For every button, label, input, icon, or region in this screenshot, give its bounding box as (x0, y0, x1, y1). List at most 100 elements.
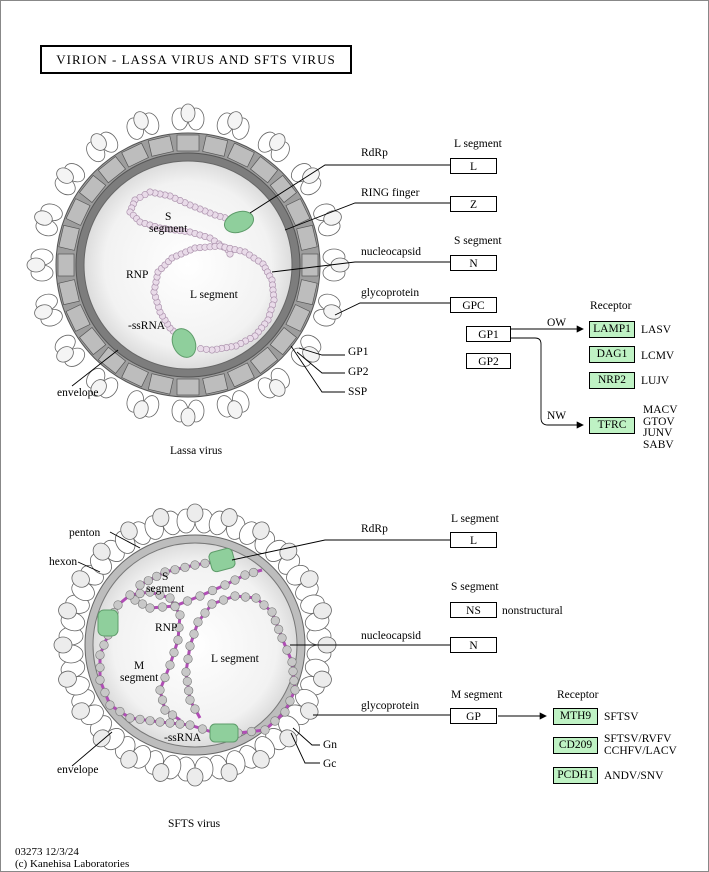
nucleocapsid-bead (167, 710, 178, 720)
lassa-nucleocapsid-label: nucleocapsid (361, 246, 422, 258)
receptor-box-MTH9[interactable]: MTH9 (553, 708, 598, 725)
gene-box-GPC[interactable]: GPC (450, 297, 497, 313)
glycoprotein-spike (313, 203, 342, 237)
nucleocapsid-bead (155, 685, 165, 695)
envelope-segment (57, 253, 75, 277)
glycoprotein-spike (126, 111, 160, 140)
receptor-box-DAG1[interactable]: DAG1 (589, 346, 635, 363)
receptor-box-TFRC[interactable]: TFRC (589, 417, 635, 434)
nucleocapsid-bead (190, 704, 200, 714)
receptor-box-CD209[interactable]: CD209 (553, 737, 598, 754)
gene-box-sfts-N[interactable]: N (450, 637, 497, 653)
envelope-segment (97, 346, 127, 374)
glycoprotein-spike (171, 103, 205, 131)
envelope-segment (79, 174, 107, 204)
glycoprotein-spike (208, 508, 246, 540)
nucleocapsid-bead (195, 591, 205, 601)
nucleocapsid-bead (218, 595, 229, 605)
nucleocapsid-bead (160, 672, 170, 683)
nucleocapsid-bead (248, 567, 259, 578)
nucleocapsid-bead (240, 570, 250, 580)
lassa-envelope-label: envelope (57, 387, 99, 399)
receptor-virus-sftsv-rvfv: SFTSV/RVFV (604, 733, 672, 745)
lassa-ring-finger-label: RING finger (361, 187, 420, 199)
lassa-caption: Lassa virus (170, 445, 223, 457)
receptor-virus-sftsv: SFTSV (604, 711, 639, 723)
nucleocapsid-bead (165, 660, 175, 670)
nucleocapsid-bead (135, 588, 145, 599)
nucleocapsid-bead (282, 645, 292, 655)
gene-box-GP2[interactable]: GP2 (466, 353, 511, 369)
envelope-segment (58, 224, 80, 251)
glycoprotein-spike (53, 626, 84, 664)
gene-box-GP1[interactable]: GP1 (466, 326, 511, 342)
nucleocapsid-bead (155, 590, 165, 600)
receptor-box-PCDH1[interactable]: PCDH1 (553, 767, 598, 784)
gene-box-N[interactable]: N (450, 255, 497, 271)
nucleocapsid-bead (200, 608, 210, 618)
receptor-box-NRP2[interactable]: NRP2 (589, 372, 635, 389)
gene-box-GP[interactable]: GP (450, 708, 497, 724)
envelope-segment (296, 224, 318, 251)
nucleocapsid-bead (173, 635, 183, 645)
envelope-segment (285, 198, 311, 226)
nucleocapsid-bead (155, 717, 165, 727)
nucleocapsid-bead (220, 580, 230, 590)
nucleocapsid-bead (207, 585, 218, 596)
sfts-ssrna-label: -ssRNA (164, 732, 202, 744)
envelope-segment (79, 326, 107, 356)
gene-box-L[interactable]: L (450, 158, 497, 174)
nucleocapsid-bead (157, 602, 168, 612)
nucleocapsid-bead (160, 567, 170, 577)
sfts-rdrp-protein-1 (208, 547, 236, 573)
sfts-core (92, 542, 298, 748)
nucleocapsid-bead (170, 565, 180, 575)
glycoprotein-spike (176, 756, 214, 787)
glycoprotein-spike (171, 399, 205, 427)
gene-box-Z[interactable]: Z (450, 196, 497, 212)
glycoprotein-spike (216, 111, 250, 140)
nucleocapsid-bead (230, 591, 240, 601)
glycoprotein-spike (257, 367, 290, 399)
sfts-m-segment-header: M segment (451, 689, 503, 701)
nucleocapsid-bead (267, 607, 277, 617)
sfts-receptor-header: Receptor (557, 689, 599, 701)
nucleocapsid-bead (175, 719, 185, 729)
lassa-glycoprotein-label: glycoprotein (361, 287, 420, 299)
nucleocapsid-bead (95, 650, 105, 660)
sfts-rdrp-label: RdRp (361, 523, 388, 535)
sfts-gc-label: Gc (323, 758, 337, 770)
gene-box-sfts-L[interactable]: L (450, 532, 497, 548)
envelope-segment (301, 253, 319, 277)
glycoprotein-spike (54, 334, 86, 367)
sfts-pointer-lines (71, 531, 547, 767)
lassa-rnp-label: RNP (126, 269, 149, 281)
nucleocapsid-bead (230, 575, 240, 585)
nucleocapsid-bead (100, 687, 110, 698)
lassa-rdrp-protein-2 (171, 328, 197, 358)
glycoprotein-spike (126, 390, 160, 419)
nw-arrow-label: NW (547, 410, 567, 422)
nucleocapsid-bead (143, 576, 153, 586)
sfts-glycoprotein-spikes (53, 503, 337, 787)
nucleocapsid-bead (190, 560, 200, 570)
nucleocapsid-bead (270, 616, 280, 626)
sfts-nucleocapsid-label: nucleocapsid (361, 630, 422, 642)
nucleocapsid-bead (145, 603, 155, 613)
receptor-box-LAMP1[interactable]: LAMP1 (589, 321, 635, 338)
nucleocapsid-bead (152, 571, 162, 581)
gene-box-NS[interactable]: NS (450, 602, 497, 618)
envelope-segment (97, 156, 127, 184)
nucleocapsid-bead (145, 716, 155, 726)
nucleocapsid-bead (287, 657, 297, 667)
receptor-virus-gtov: GTOV (643, 415, 675, 428)
nucleocapsid-bead (180, 562, 190, 572)
ns-nonstructural-note: nonstructural (502, 605, 563, 617)
envelope-segment (147, 135, 174, 157)
lassa-envelope-segments (57, 134, 319, 396)
nucleocapsid-bead (183, 654, 193, 664)
nucleocapsid-bead (246, 726, 257, 737)
lassa-l-segment-header: L segment (454, 138, 502, 150)
rnp-bead (197, 345, 205, 353)
